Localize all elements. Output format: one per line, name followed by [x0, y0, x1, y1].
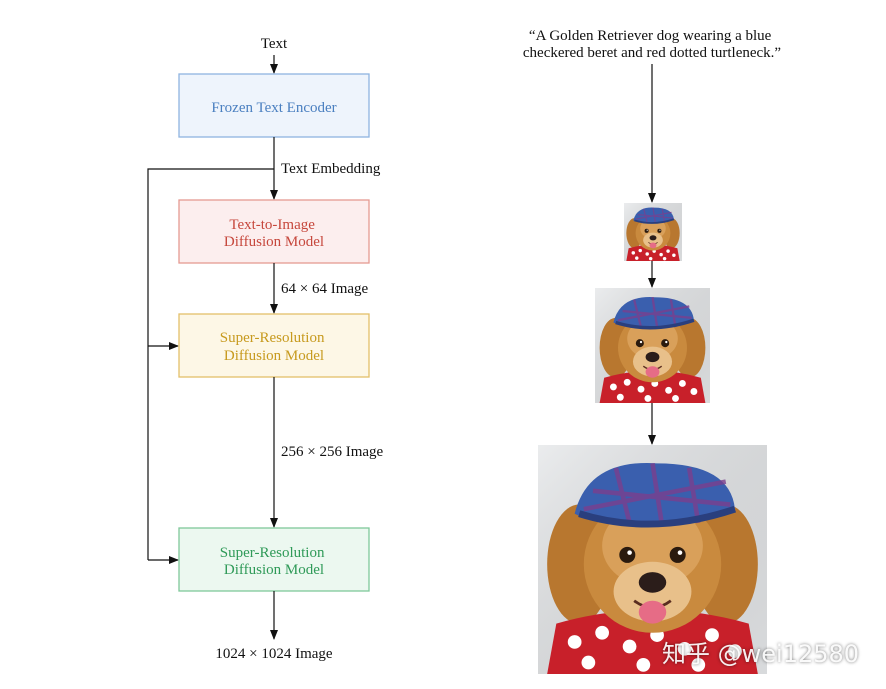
svg-text:Text-to-Image Diffusion: Text-to-Image Diffusion Model — [224, 217, 324, 250]
svg-text:Frozen Text Encoder: Frozen Text Encoder — [211, 100, 336, 116]
super-resolution-box-2: Super-Resolution Diffusion Model — [178, 527, 370, 592]
sr2-label-line1: Super-Resolution — [220, 545, 325, 561]
svg-text:Super-Resolution Diffusi: Super-Resolution Diffusion Model — [220, 545, 328, 578]
dog-image-256 — [593, 286, 712, 405]
edge-label-256: 256 × 256 Image — [281, 444, 384, 460]
prompt-line-2: checkered beret and red dotted turtlenec… — [523, 45, 781, 61]
sr1-label-line1: Super-Resolution — [220, 330, 325, 346]
super-resolution-box-1: Super-Resolution Diffusion Model — [178, 313, 370, 378]
frozen-text-encoder-box: Frozen Text Encoder — [178, 73, 370, 138]
embedding-feedback-line — [147, 168, 274, 560]
edge-label-text-embedding: Text Embedding — [281, 161, 381, 177]
t2i-label-line1: Text-to-Image — [229, 217, 315, 233]
edge-label-64: 64 × 64 Image — [281, 281, 369, 297]
svg-text:Super-Resolution Diffusi: Super-Resolution Diffusion Model — [220, 330, 328, 364]
text-to-image-diffusion-box: Text-to-Image Diffusion Model — [178, 199, 370, 264]
t2i-label-line2: Diffusion Model — [224, 234, 324, 250]
prompt-line-1: “A Golden Retriever dog wearing a blue — [529, 28, 772, 44]
sr2-label-line2: Diffusion Model — [224, 562, 324, 578]
frozen-text-encoder-label: Frozen Text Encoder — [211, 100, 336, 116]
zhihu-watermark: 知乎 @wei12580 — [662, 640, 860, 668]
sr1-label-line2: Diffusion Model — [224, 348, 324, 364]
dog-image-64 — [623, 202, 683, 262]
svg-text:“A Golden Retriever dog wearin: “A Golden Retriever dog wearing a blue c… — [523, 28, 781, 61]
output-image-label: 1024 × 1024 Image — [215, 646, 333, 662]
input-text-label: Text — [261, 36, 288, 52]
